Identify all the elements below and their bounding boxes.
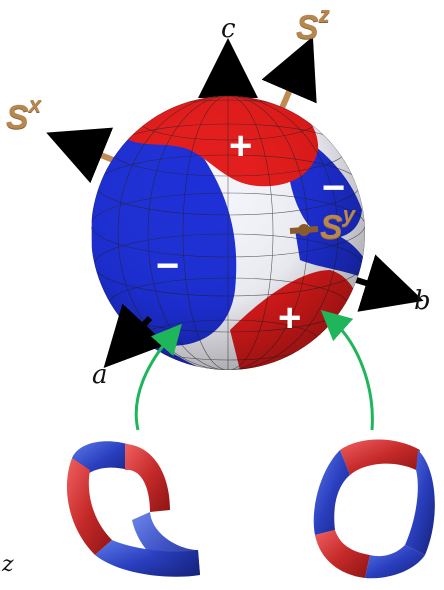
mobius-strip-left xyxy=(66,441,200,577)
axis-b-label: b xyxy=(414,286,431,316)
sign-left-minus: − xyxy=(156,244,180,288)
sign-bottom-plus: + xyxy=(278,296,302,340)
spin-sx-label: Sx xyxy=(6,92,41,137)
green-arrow-left xyxy=(134,323,182,431)
sign-right-minus: − xyxy=(322,166,346,210)
spin-sz-arrow xyxy=(261,36,317,110)
spin-sy-label: Sy xyxy=(320,202,355,247)
axis-a-arrow xyxy=(103,303,167,368)
axis-c-label: c xyxy=(221,14,236,44)
spin-sz-label: Sz xyxy=(296,2,330,47)
axis-b-arrow xyxy=(349,254,424,312)
corner-z-mark: z xyxy=(2,552,14,577)
sign-top-plus: + xyxy=(229,124,253,168)
mobius-strip-right xyxy=(313,439,435,579)
spin-sx-arrow xyxy=(46,127,120,184)
green-arrow-right xyxy=(320,310,374,431)
axis-a-label: a xyxy=(92,360,108,390)
